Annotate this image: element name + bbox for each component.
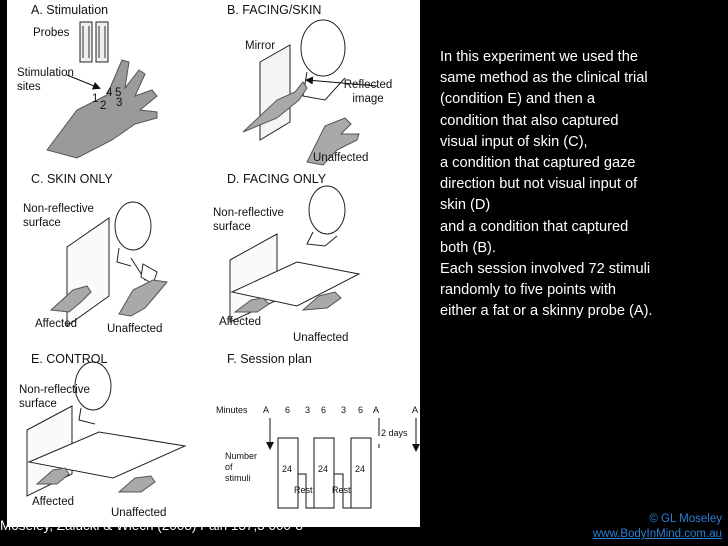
panel-f-title: F. Session plan xyxy=(227,352,312,366)
probes-label: Probes xyxy=(33,27,70,39)
stimulation-sites-label-1: Stimulation xyxy=(17,67,74,79)
description-line: both (B). xyxy=(440,239,496,256)
description-line: condition that also captured xyxy=(440,112,619,129)
panel-d-title: D. FACING ONLY xyxy=(227,172,327,186)
stimuli-label-2: of xyxy=(225,462,233,472)
panel-a-title: A. Stimulation xyxy=(31,3,109,17)
block-count: 24 xyxy=(318,464,329,474)
description-line: Each session involved 72 stimuli xyxy=(440,261,651,278)
site-digit: 1 xyxy=(92,93,99,105)
unaffected-label-e: Unaffected xyxy=(111,507,167,519)
minutes-label: Minutes xyxy=(216,405,248,415)
reflected-image-label-2: image xyxy=(352,93,384,105)
unaffected-label-c: Unaffected xyxy=(107,323,163,335)
description-line: visual input of skin (C), xyxy=(440,133,588,150)
surface-c-drawing xyxy=(66,217,110,327)
stimuli-label-1: Number xyxy=(225,451,258,461)
mirror-label: Mirror xyxy=(245,40,276,52)
session-plan-drawing xyxy=(266,418,420,509)
surface-label-d-1: Non-reflective xyxy=(213,207,284,219)
rest-label: Rest xyxy=(294,485,313,495)
unaffected-label-b: Unaffected xyxy=(313,152,369,164)
timeline-mark: 6 xyxy=(358,405,364,415)
website-link[interactable]: www.BodyInMind.com.au xyxy=(592,528,722,540)
block-count: 24 xyxy=(282,464,293,474)
mirror-drawing xyxy=(259,44,291,141)
unaffected-label-d: Unaffected xyxy=(293,332,349,344)
description-line: and a condition that captured xyxy=(440,218,629,235)
description-line: In this experiment we used the xyxy=(440,49,638,65)
site-digit: 2 xyxy=(100,100,107,112)
panel-b-title: B. FACING/SKIN xyxy=(227,3,322,17)
description-line: same method as the clinical trial xyxy=(440,70,648,87)
surface-label-e-2: surface xyxy=(19,398,57,410)
probes-drawing xyxy=(79,21,109,63)
description-line: randomly to five points with xyxy=(440,282,617,299)
head-drawing xyxy=(300,19,346,77)
surface-label-e-1: Non-reflective xyxy=(19,384,90,396)
rest-label: Rest xyxy=(332,485,351,495)
timeline-mark: A xyxy=(373,405,380,415)
site-digit: 4 xyxy=(106,87,113,99)
description-line: skin (D) xyxy=(440,197,491,214)
experiment-figure: A. Stimulation Probes Stimulation sites … xyxy=(7,0,420,527)
site-digit: 3 xyxy=(116,97,123,109)
surface-label-c-1: Non-reflective xyxy=(23,203,94,215)
stimuli-label-3: stimuli xyxy=(225,473,251,483)
description-line: (condition E) and then a xyxy=(440,91,595,108)
block-count: 24 xyxy=(355,464,366,474)
panel-e-title: E. CONTROL xyxy=(31,352,108,366)
reflected-image-label-1: Reflected xyxy=(343,79,393,91)
description-line: a condition that captured gaze xyxy=(440,155,636,172)
panel-c-title: C. SKIN ONLY xyxy=(31,172,113,186)
stimulation-sites-label-2: sites xyxy=(17,81,41,93)
figure-drawings xyxy=(26,19,420,509)
description-line: either a fat or a skinny probe (A). xyxy=(440,303,653,320)
surface-label-d-2: surface xyxy=(213,221,251,233)
affected-label-d: Affected xyxy=(219,316,261,328)
timeline-mark: 3 xyxy=(305,405,311,415)
surface-label-c-2: surface xyxy=(23,217,61,229)
timeline-mark: A xyxy=(412,405,419,415)
hand-drawing xyxy=(46,59,158,159)
citation: Moseley, Zalucki & Wiech (2008) Pain 137… xyxy=(0,518,303,533)
description-line: direction but not visual input of xyxy=(440,176,638,193)
site-digit: 5 xyxy=(115,87,122,99)
affected-label-c: Affected xyxy=(35,318,77,330)
timeline-mark: 3 xyxy=(341,405,347,415)
copyright: © GL Moseley xyxy=(649,513,722,525)
timeline-mark: A xyxy=(263,405,270,415)
timeline-mark: 6 xyxy=(321,405,327,415)
affected-label-e: Affected xyxy=(32,496,74,508)
two-days-label: 2 days xyxy=(381,428,408,438)
timeline-mark: 6 xyxy=(285,405,291,415)
slide-description: In this experiment we used the same meth… xyxy=(440,47,722,323)
